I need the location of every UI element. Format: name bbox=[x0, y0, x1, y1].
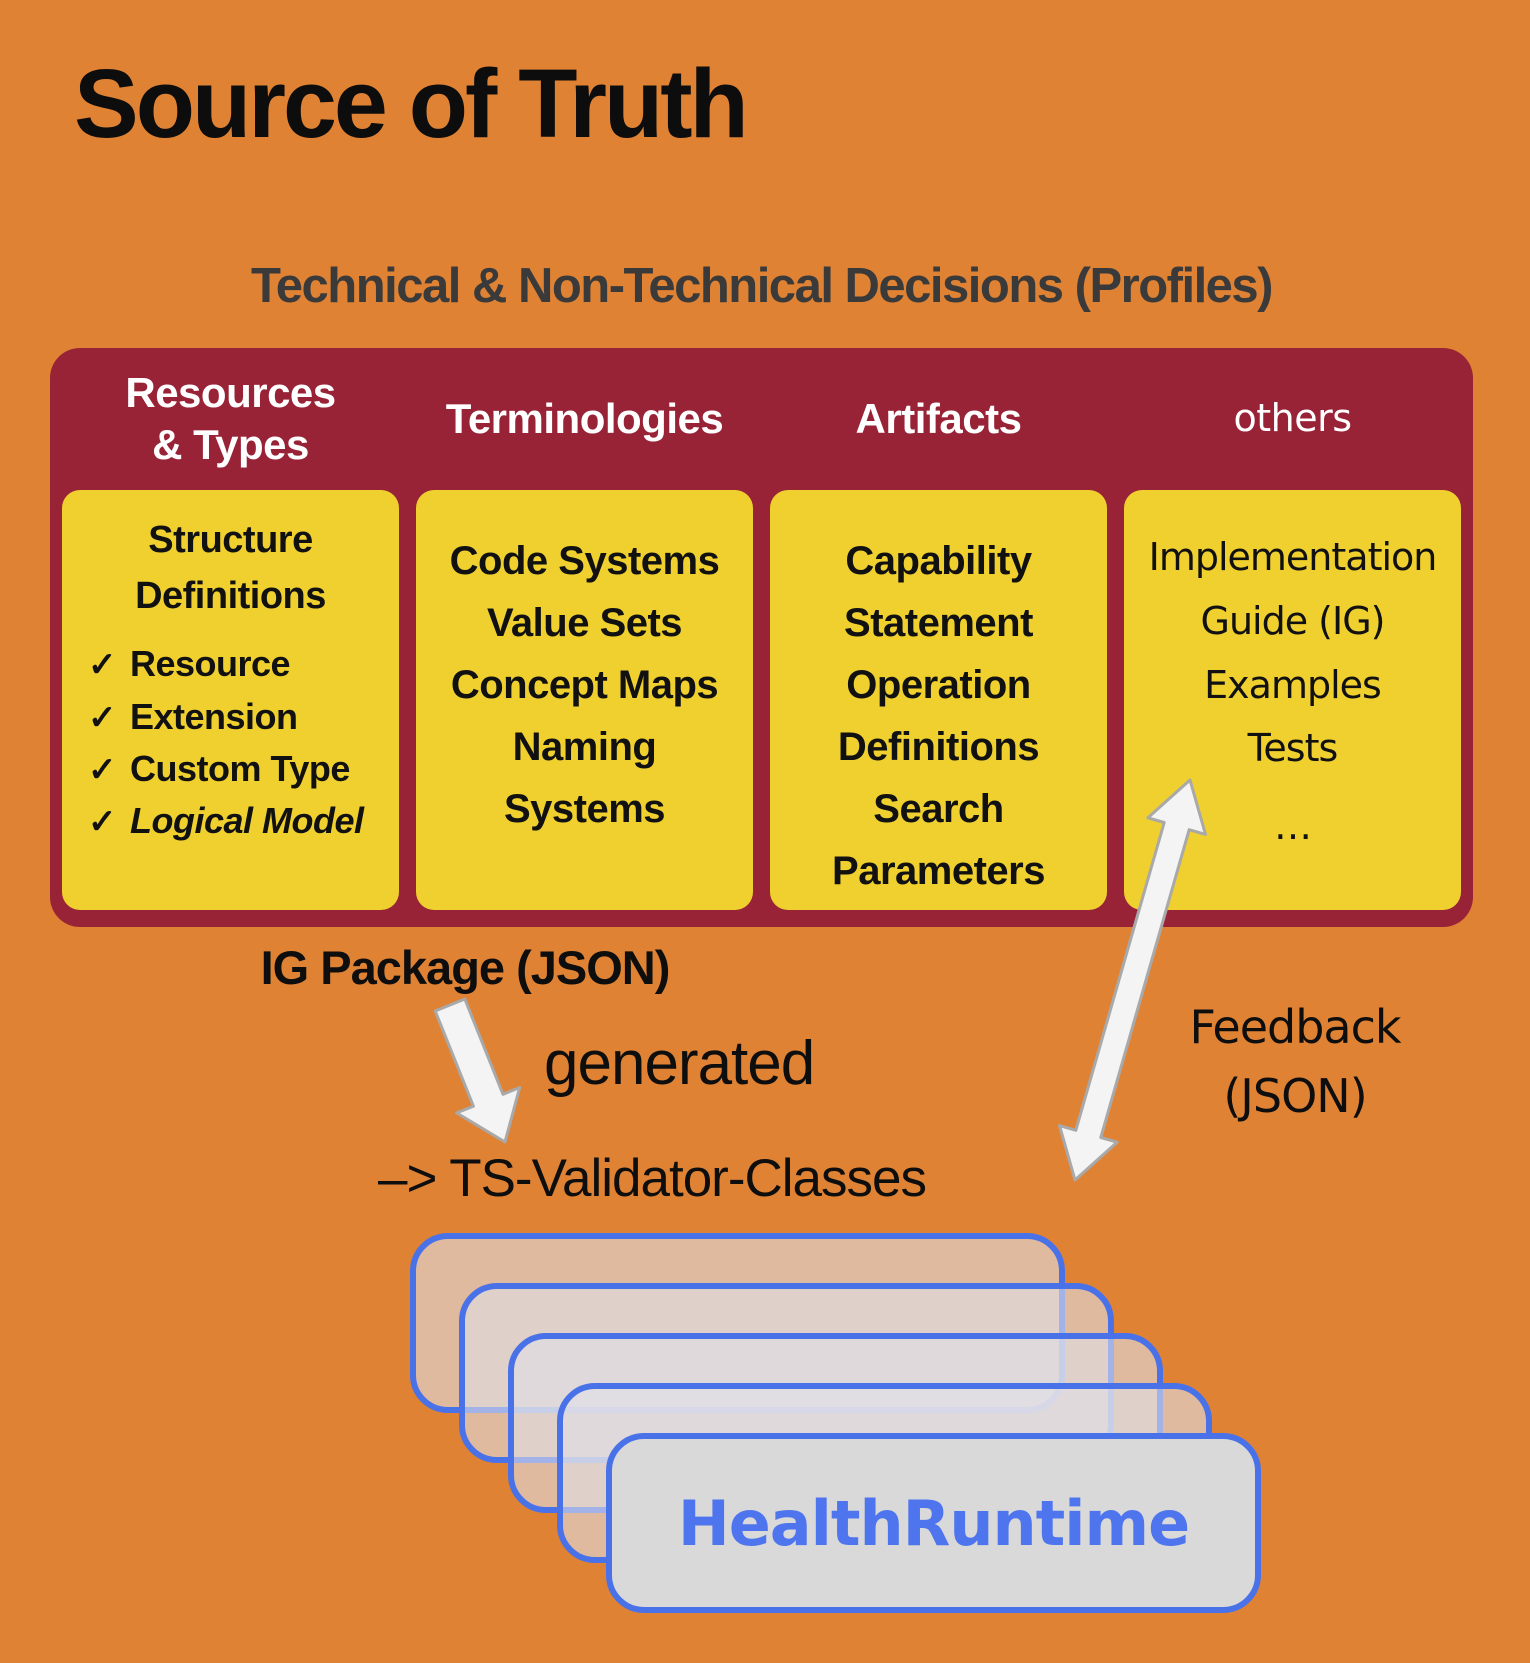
feedback-line: Feedback bbox=[1189, 1000, 1401, 1054]
ig-package-label: IG Package (JSON) bbox=[260, 941, 671, 994]
generated-arrow-icon bbox=[433, 997, 522, 1144]
ellipsis-item: … bbox=[1274, 804, 1312, 849]
check-icon: ✓ bbox=[88, 803, 117, 842]
others-card: Implementation Guide (IG) Examples Tests… bbox=[1124, 490, 1461, 910]
subtitle: Technical & Non-Technical Decisions (Pro… bbox=[250, 259, 1274, 313]
decision-panel: Resources & Types Terminologies Artifact… bbox=[50, 348, 1473, 927]
card-heading: Structure Definitions bbox=[76, 512, 385, 624]
list-item: Concept Maps bbox=[450, 663, 719, 707]
header-line: Resources bbox=[125, 368, 336, 416]
check-label: Logical Model bbox=[130, 800, 364, 842]
feedback-label: Feedback (JSON) bbox=[1130, 993, 1460, 1131]
list-item: ✓ Resource bbox=[88, 638, 385, 690]
resources-types-card: Structure Definitions ✓ Resource ✓ Exten… bbox=[62, 490, 399, 910]
list-item: ✓ Logical Model bbox=[88, 795, 385, 847]
card-heading-line: Structure bbox=[148, 519, 313, 561]
list-item: Value Sets bbox=[486, 601, 683, 645]
checklist: ✓ Resource ✓ Extension ✓ Custom Type ✓ L… bbox=[76, 638, 385, 847]
column-header-others: others bbox=[1233, 396, 1352, 441]
feedback-line: (JSON) bbox=[1223, 1069, 1367, 1123]
page-title: Source of Truth bbox=[74, 49, 749, 158]
terminologies-card: Code Systems Value Sets Concept Maps Nam… bbox=[416, 490, 753, 910]
list-item: Code Systems bbox=[449, 539, 720, 583]
list-item: Capability Statement bbox=[844, 539, 1033, 645]
list-item: Implementation Guide (IG) bbox=[1148, 535, 1438, 643]
check-label: Resource bbox=[130, 643, 291, 685]
check-icon: ✓ bbox=[88, 646, 117, 685]
list-item: Naming Systems bbox=[503, 725, 666, 831]
check-label: Extension bbox=[130, 695, 298, 737]
list-item: Tests bbox=[1247, 726, 1339, 771]
list-item: Search Parameters bbox=[832, 787, 1045, 893]
list-item: ✓ Extension bbox=[88, 691, 385, 743]
ts-validator-classes-label: –> TS-Validator-Classes bbox=[378, 1149, 927, 1208]
generated-label: generated bbox=[544, 1029, 815, 1098]
artifacts-card: Capability Statement Operation Definitio… bbox=[770, 490, 1107, 910]
column-header-artifacts: Artifacts bbox=[855, 394, 1022, 442]
runtime-stack-card-front: HealthRuntime bbox=[606, 1433, 1261, 1613]
column-header-resources-types: Resources & Types bbox=[62, 348, 399, 490]
list-item: Operation Definitions bbox=[837, 663, 1040, 769]
list-item: Examples bbox=[1204, 662, 1382, 707]
column-header-terminologies: Terminologies bbox=[445, 394, 724, 442]
header-line: & Types bbox=[152, 421, 309, 468]
check-icon: ✓ bbox=[88, 751, 117, 790]
card-heading-line: Definitions bbox=[135, 575, 326, 618]
check-label: Custom Type bbox=[130, 748, 350, 790]
list-item: ✓ Custom Type bbox=[88, 743, 385, 795]
healthruntime-label: HealthRuntime bbox=[677, 1486, 1190, 1560]
check-icon: ✓ bbox=[88, 698, 117, 737]
